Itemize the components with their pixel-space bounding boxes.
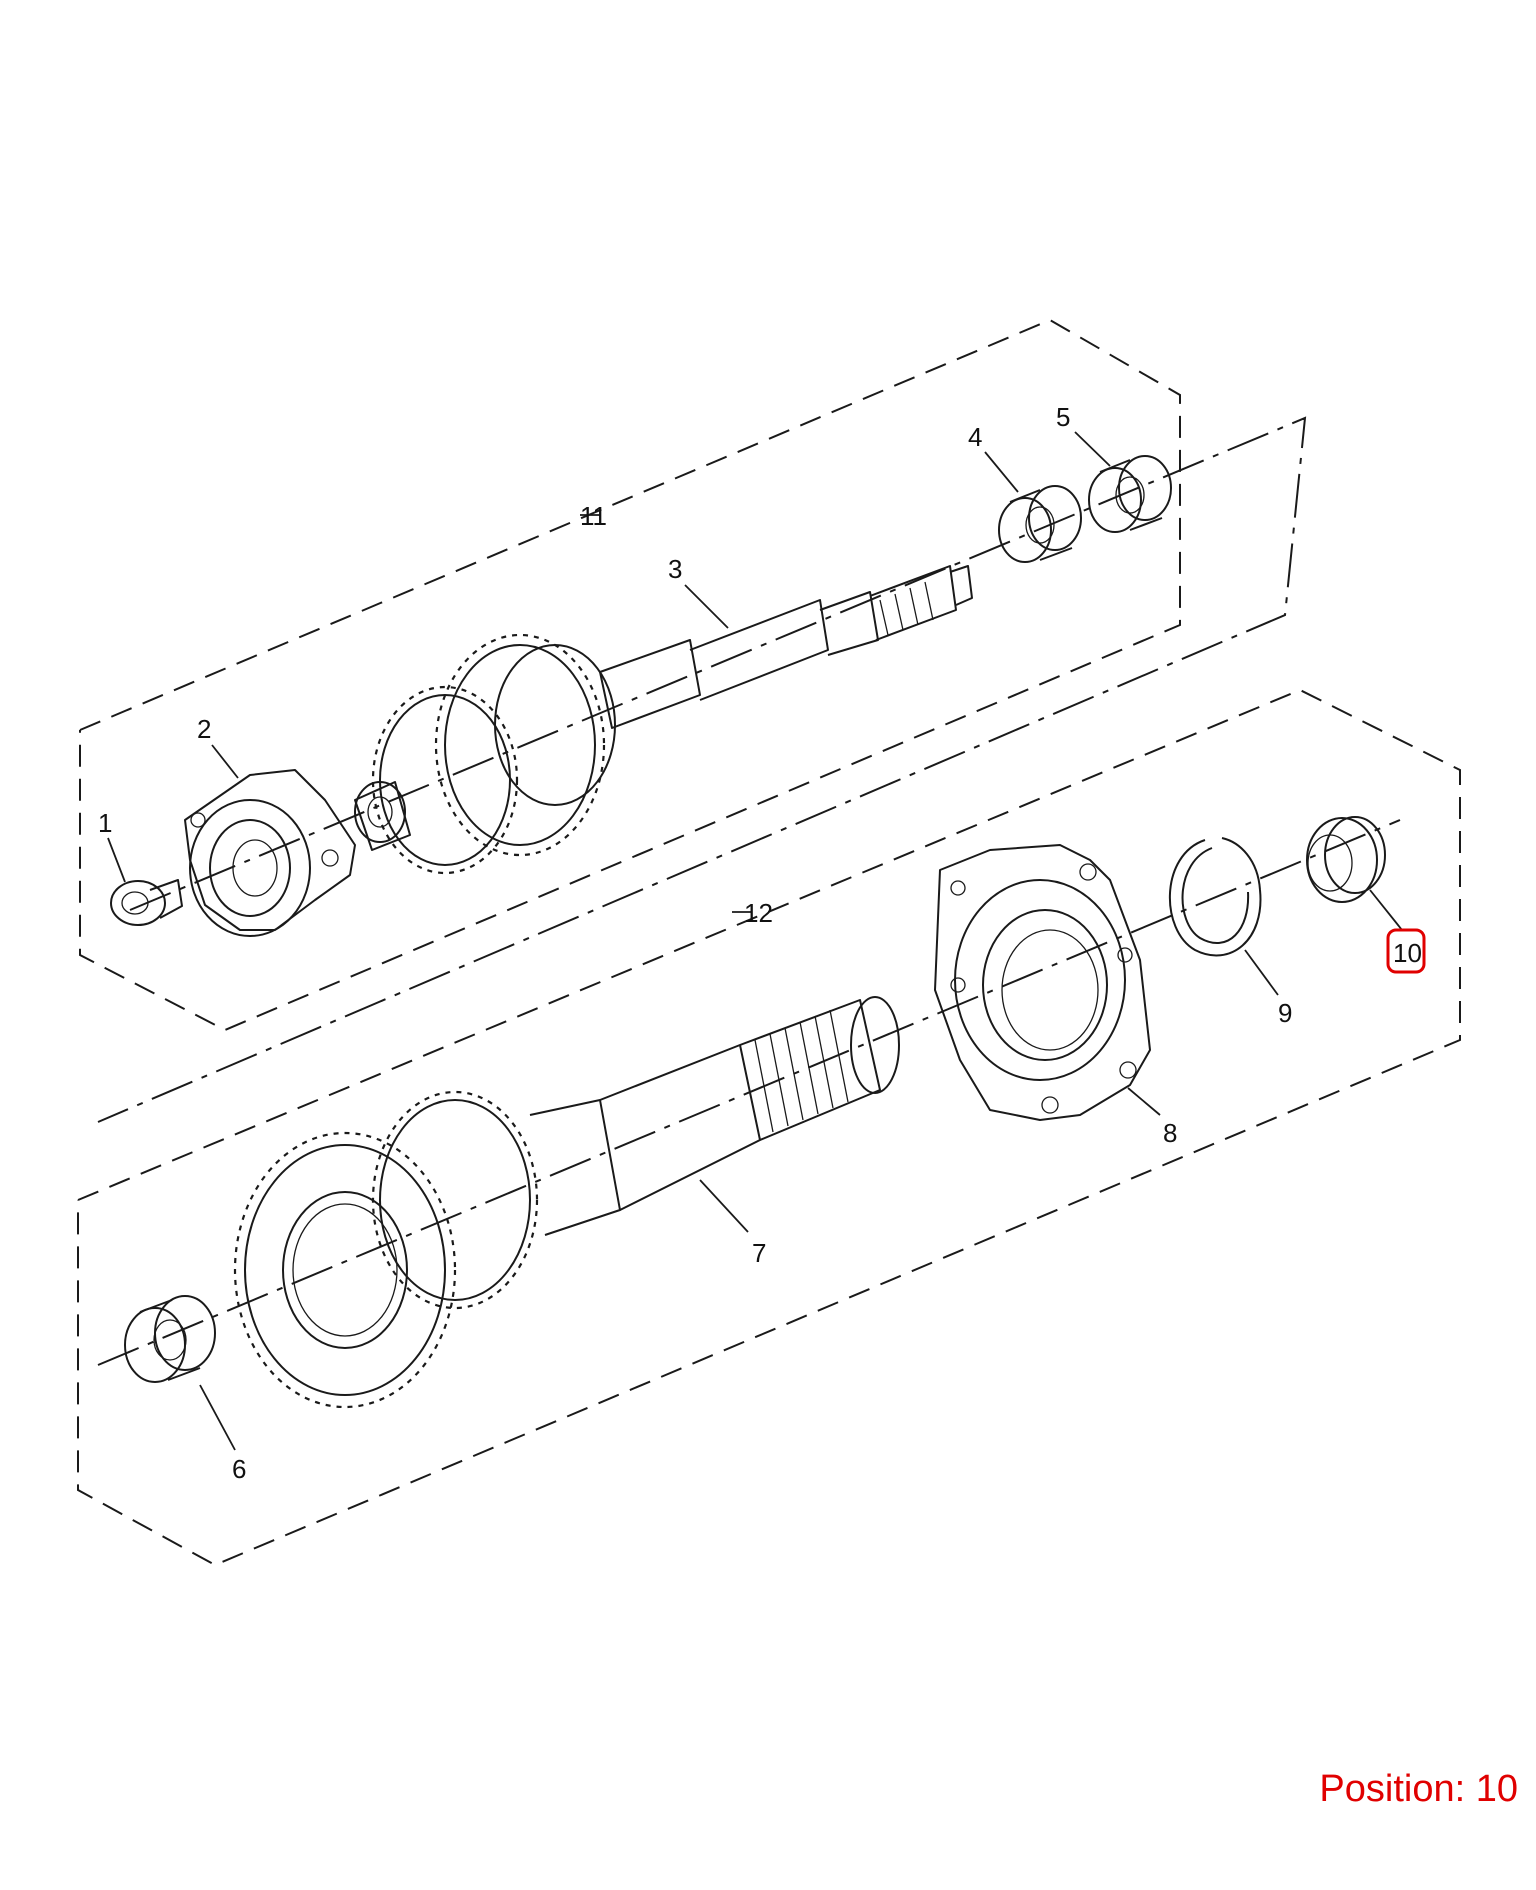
callout-4[interactable]: 4 xyxy=(968,422,982,452)
callout-5[interactable]: 5 xyxy=(1056,402,1070,432)
part-7-main-shaft xyxy=(233,996,900,1409)
part-8-bearing-cover xyxy=(934,844,1151,1121)
leader-10 xyxy=(1369,889,1403,931)
callout-1[interactable]: 1 xyxy=(98,808,112,838)
part-6-needle-bearing xyxy=(124,1295,216,1383)
leader-1 xyxy=(107,837,126,883)
callout-8[interactable]: 8 xyxy=(1163,1118,1177,1148)
axis-upper xyxy=(97,416,1307,1123)
callout-10[interactable]: 10 xyxy=(1393,938,1422,968)
part-10-ring xyxy=(1306,816,1386,903)
callout-3[interactable]: 3 xyxy=(668,554,682,584)
part-3-shaft-gears xyxy=(354,565,973,875)
leader-7 xyxy=(699,1179,749,1233)
leader-2 xyxy=(211,744,239,779)
leader-9 xyxy=(1244,949,1279,996)
part-2-bearing-housing xyxy=(184,769,356,937)
callout-11[interactable]: 11 xyxy=(580,501,607,531)
part-9-snap-ring xyxy=(1168,837,1262,957)
group-12-boundary xyxy=(77,688,1461,1567)
leader-3 xyxy=(684,584,729,629)
callout-10-highlight xyxy=(1386,928,1426,974)
part-5-needle-bearing xyxy=(1088,455,1172,533)
part-1-bolt xyxy=(110,879,183,926)
leader-5 xyxy=(1074,431,1111,467)
callout-12[interactable]: 12 xyxy=(744,898,773,928)
callout-6[interactable]: 6 xyxy=(232,1454,246,1484)
callout-9[interactable]: 9 xyxy=(1278,998,1292,1028)
callout-2[interactable]: 2 xyxy=(197,714,211,744)
callout-7[interactable]: 7 xyxy=(752,1238,766,1268)
position-label: Position: 10 xyxy=(1319,1768,1518,1810)
part-4-needle-bearing xyxy=(998,485,1082,563)
group-11-boundary xyxy=(79,318,1181,1032)
leader-4 xyxy=(984,451,1019,493)
leader-6 xyxy=(199,1384,236,1451)
leader-8 xyxy=(1127,1087,1161,1116)
